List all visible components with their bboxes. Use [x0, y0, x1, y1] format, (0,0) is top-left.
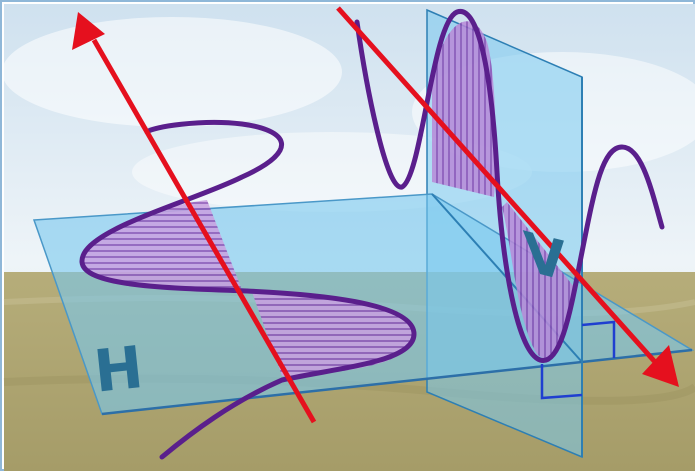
cloud — [2, 17, 342, 127]
horizontal-plane-label: H — [91, 333, 146, 406]
vertical-plane-label: V — [522, 221, 568, 295]
